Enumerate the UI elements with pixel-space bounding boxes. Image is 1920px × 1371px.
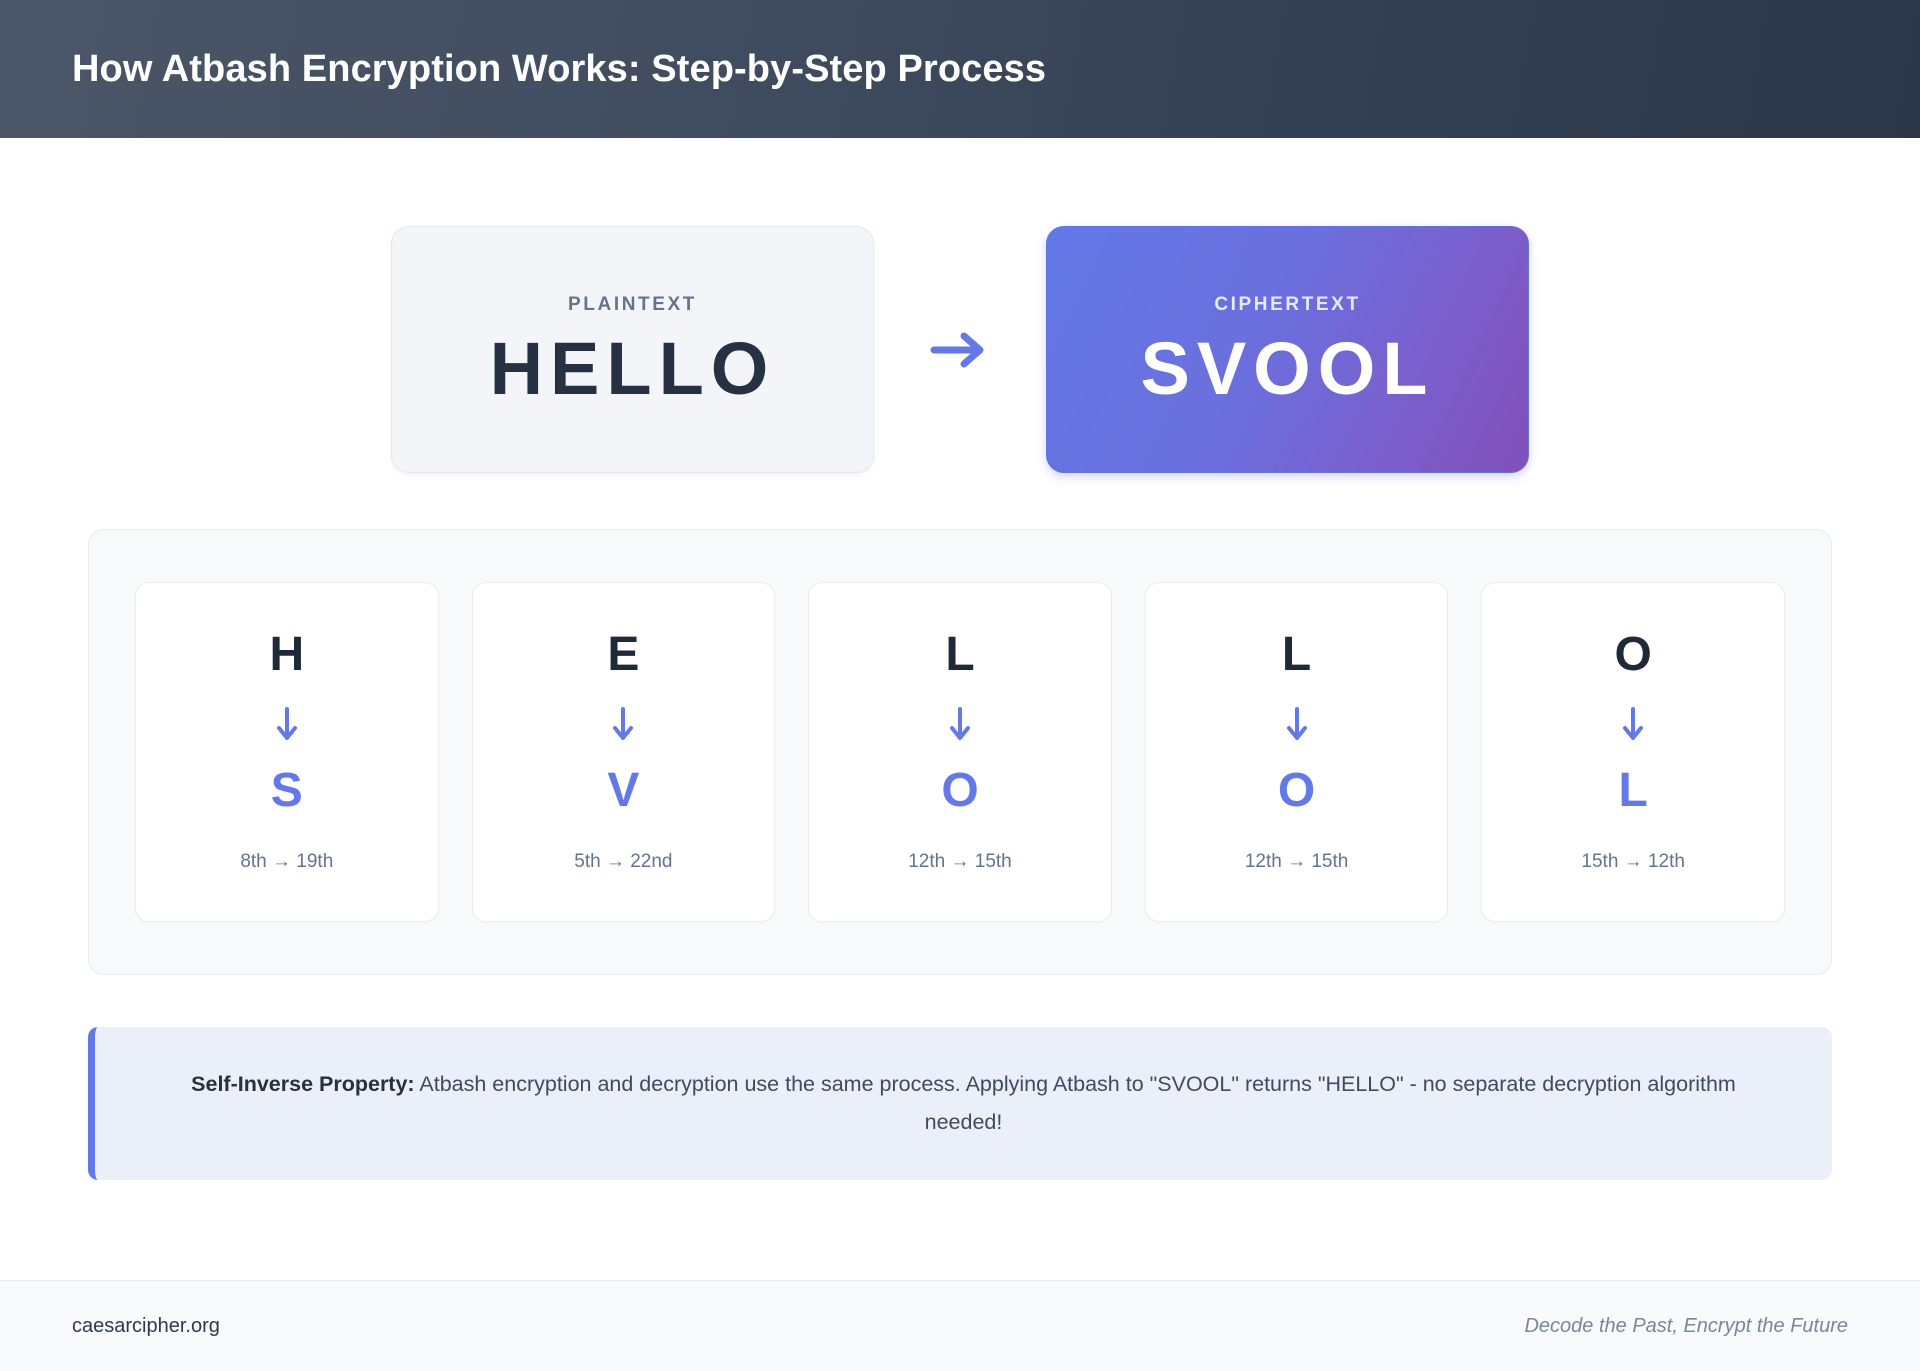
step-source-letter: E — [607, 628, 640, 681]
step-positions: 5th → 22nd — [574, 851, 673, 872]
ciphertext-value: SVOOL — [1140, 326, 1435, 410]
arrow-right-icon — [874, 328, 1046, 372]
step-card: H S 8th → 19th — [135, 582, 439, 922]
note-body: Atbash encryption and decryption use the… — [414, 1072, 1736, 1135]
step-target-letter: L — [1618, 764, 1648, 817]
page-footer: caesarcipher.org Decode the Past, Encryp… — [0, 1280, 1920, 1371]
plaintext-value: HELLO — [489, 326, 776, 410]
steps-panel: H S 8th → 19th E V — [88, 529, 1832, 975]
arrow-down-icon — [1284, 705, 1310, 743]
ciphertext-card: CIPHERTEXT SVOOL — [1046, 226, 1529, 473]
step-source-letter: L — [945, 628, 975, 681]
step-positions: 15th → 12th — [1581, 851, 1685, 872]
footer-site: caesarcipher.org — [72, 1314, 220, 1337]
main-content: PLAINTEXT HELLO CIPHERTEXT SVOOL H — [0, 138, 1920, 1280]
step-target-letter: O — [1277, 764, 1316, 817]
step-positions: 12th → 15th — [1244, 851, 1349, 872]
plaintext-card: PLAINTEXT HELLO — [391, 226, 874, 473]
step-positions: 12th → 15th — [908, 851, 1012, 872]
arrow-down-icon — [610, 705, 636, 743]
step-card: L O 12th → 15th — [808, 582, 1112, 922]
plaintext-label: PLAINTEXT — [568, 293, 697, 315]
page-header: How Atbash Encryption Works: Step-by-Ste… — [0, 0, 1920, 138]
footer-tagline: Decode the Past, Encrypt the Future — [1524, 1314, 1848, 1337]
page-title: How Atbash Encryption Works: Step-by-Ste… — [72, 47, 1047, 90]
self-inverse-note: Self-Inverse Property: Atbash encryption… — [88, 1027, 1832, 1180]
step-target-letter: S — [270, 764, 303, 817]
step-card: O L 15th → 12th — [1481, 582, 1785, 922]
step-target-letter: V — [607, 764, 640, 817]
step-source-letter: O — [1614, 628, 1652, 681]
step-source-letter: H — [269, 628, 305, 681]
arrow-down-icon — [274, 705, 300, 743]
step-card: L O 12th → 15th — [1144, 582, 1449, 922]
transform-row: PLAINTEXT HELLO CIPHERTEXT SVOOL — [88, 226, 1832, 473]
ciphertext-label: CIPHERTEXT — [1214, 293, 1361, 315]
arrow-down-icon — [947, 705, 973, 743]
step-positions: 8th → 19th — [240, 851, 334, 872]
step-target-letter: O — [941, 764, 979, 817]
step-source-letter: L — [1281, 628, 1312, 681]
step-card: E V 5th → 22nd — [471, 582, 776, 922]
note-title: Self-Inverse Property: — [191, 1072, 415, 1096]
arrow-down-icon — [1620, 705, 1646, 743]
